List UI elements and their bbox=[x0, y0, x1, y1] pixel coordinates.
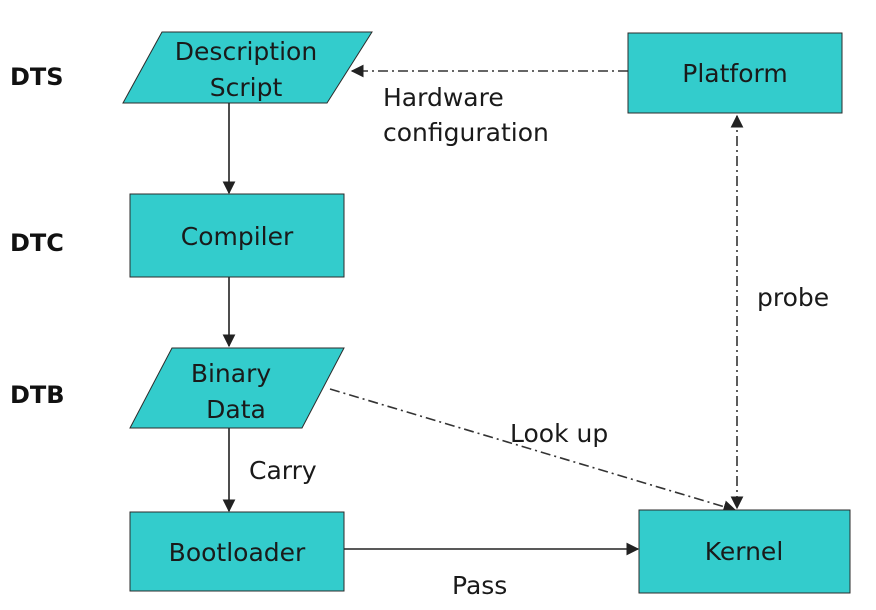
bootloader-node: Bootloader bbox=[129, 511, 345, 592]
compiler-shape bbox=[129, 193, 345, 278]
description-script-node: Description Script bbox=[122, 31, 373, 104]
hardware-configuration-label-line1: Hardware bbox=[383, 83, 504, 112]
dtb-label: DTB bbox=[10, 381, 65, 409]
bootloader-label: Bootloader bbox=[169, 538, 306, 567]
carry-label: Carry bbox=[249, 456, 317, 485]
platform-node: Platform bbox=[627, 32, 843, 114]
compiler-label: Compiler bbox=[181, 222, 294, 251]
binary-data-shape bbox=[129, 347, 345, 429]
look-up-label: Look up bbox=[510, 419, 608, 448]
description-script-shape bbox=[122, 31, 373, 104]
platform-label: Platform bbox=[682, 59, 787, 88]
binary-data-node: Binary Data bbox=[129, 347, 345, 429]
pass-label: Pass bbox=[452, 571, 507, 600]
description-script-line2: Script bbox=[210, 73, 283, 102]
hardware-configuration-label-line2: configuration bbox=[383, 118, 549, 147]
binary-data-line1: Binary bbox=[191, 359, 272, 388]
dtc-label: DTC bbox=[10, 229, 64, 257]
kernel-node: Kernel bbox=[638, 509, 851, 594]
platform-shape bbox=[627, 32, 843, 114]
edge-binary-to-kernel bbox=[329, 388, 737, 513]
probe-label: probe bbox=[757, 283, 829, 312]
description-script-line1: Description bbox=[175, 37, 317, 66]
binary-data-line2: Data bbox=[206, 395, 266, 424]
bootloader-shape bbox=[129, 511, 345, 592]
kernel-shape bbox=[638, 509, 851, 594]
dts-label: DTS bbox=[10, 63, 64, 91]
compiler-node: Compiler bbox=[129, 193, 345, 278]
kernel-label: Kernel bbox=[705, 537, 784, 566]
